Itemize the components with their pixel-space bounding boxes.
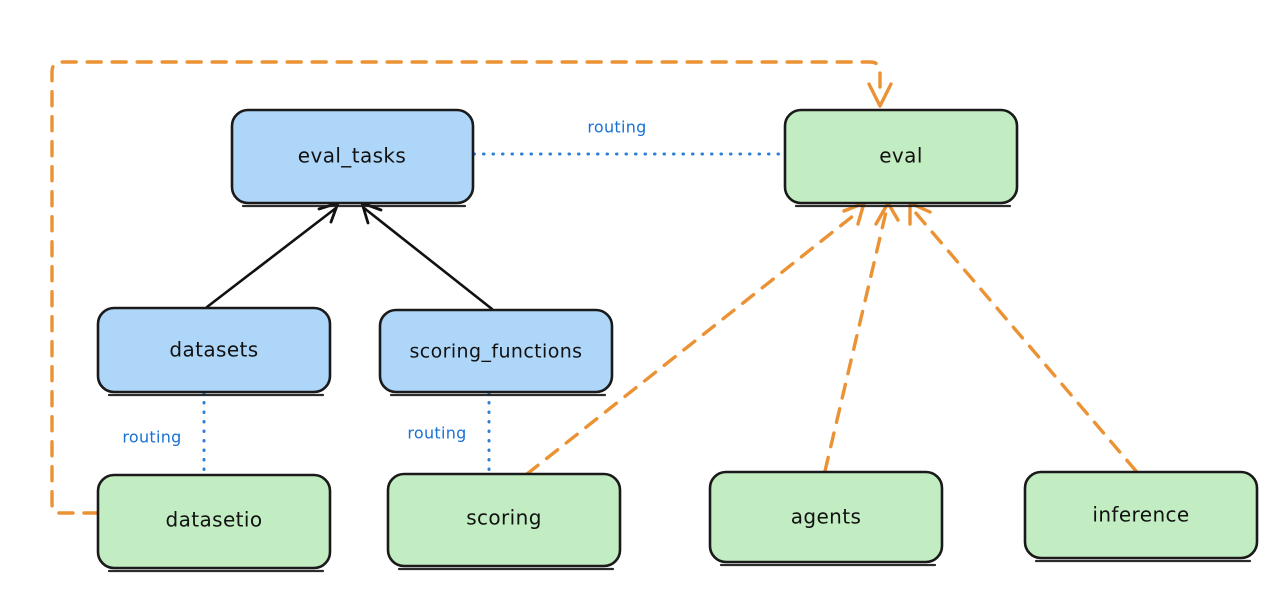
node-scoring[interactable]: scoring bbox=[386, 472, 622, 571]
node-eval-tasks-label: eval_tasks bbox=[298, 144, 406, 168]
node-datasets-box bbox=[96, 306, 332, 394]
edge-datasets-datasetio[interactable]: routing bbox=[122, 391, 206, 476]
node-eval-box bbox=[783, 108, 1019, 205]
edge-inference-eval[interactable] bbox=[908, 201, 1138, 473]
node-scoring-label: scoring bbox=[466, 506, 542, 530]
node-inference[interactable]: inference bbox=[1023, 470, 1259, 563]
edge-agents-eval-path bbox=[823, 210, 888, 473]
node-datasets[interactable]: datasets bbox=[96, 306, 332, 397]
edge-label-routing-datasetio: routing bbox=[122, 428, 181, 447]
edge-agents-eval[interactable] bbox=[823, 201, 900, 473]
edge-scoring-functions-eval-tasks-path bbox=[362, 206, 494, 311]
node-datasets-label: datasets bbox=[169, 338, 258, 362]
node-datasetio-label: datasetio bbox=[165, 508, 262, 532]
edge-eval-tasks-eval[interactable]: routing bbox=[472, 118, 786, 156]
node-scoring-functions-label: scoring_functions bbox=[410, 341, 583, 363]
node-inference-label: inference bbox=[1092, 503, 1189, 527]
node-eval[interactable]: eval bbox=[783, 108, 1019, 208]
edge-label-routing-scoring: routing bbox=[407, 424, 466, 443]
edge-datasetio-eval[interactable] bbox=[50, 60, 893, 515]
edge-label-routing-eval: routing bbox=[587, 118, 646, 137]
node-datasetio-box bbox=[96, 473, 332, 570]
edge-datasetio-eval-arrowhead bbox=[867, 82, 893, 108]
edge-datasets-eval-tasks-path bbox=[205, 206, 338, 309]
node-scoring-functions-box bbox=[378, 308, 614, 394]
node-eval-label: eval bbox=[879, 144, 923, 168]
node-agents-label: agents bbox=[791, 505, 862, 529]
edge-inference-eval-path bbox=[913, 210, 1138, 473]
edge-scoring-functions-eval-tasks[interactable] bbox=[360, 201, 494, 311]
node-scoring-box bbox=[386, 472, 622, 568]
node-scoring-functions[interactable]: scoring_functions bbox=[378, 308, 614, 397]
edge-scoring-functions-scoring[interactable]: routing bbox=[407, 391, 491, 475]
edge-scoring-eval-path bbox=[525, 210, 860, 476]
node-layer: eval_tasks eval datasets scoring_functio… bbox=[96, 108, 1259, 573]
node-eval-tasks-box bbox=[230, 108, 475, 205]
node-datasetio[interactable]: datasetio bbox=[96, 473, 332, 573]
node-agents[interactable]: agents bbox=[708, 470, 944, 567]
node-inference-box bbox=[1023, 470, 1259, 560]
node-agents-box bbox=[708, 470, 944, 564]
node-eval-tasks[interactable]: eval_tasks bbox=[230, 108, 475, 208]
edge-datasets-eval-tasks[interactable] bbox=[205, 201, 340, 309]
